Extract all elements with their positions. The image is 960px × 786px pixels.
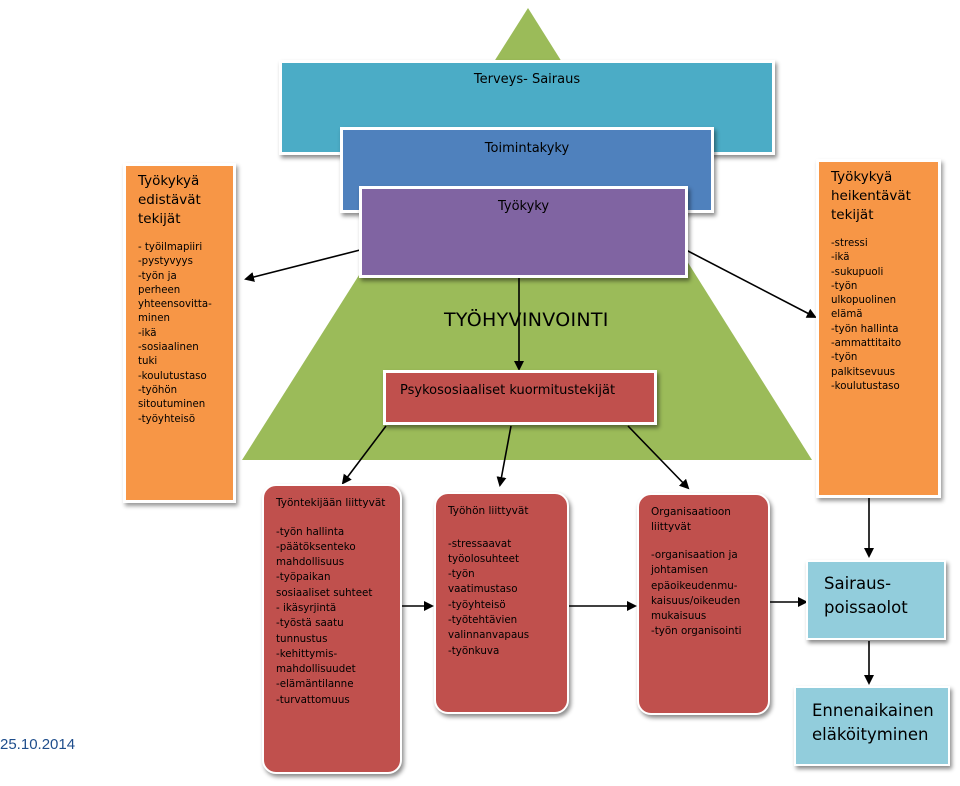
psychosocial-bar: Psykososiaaliset kuormitustekijät [383, 370, 657, 425]
arrow-workability-to-promoting [244, 249, 361, 282]
weakening-factors-list: -stressi -ikä -sukupuoli -työn ulkopuoli… [831, 237, 926, 394]
list-item: -päätöksenteko [276, 540, 356, 553]
organisation-related-list: -organisaation ja johtamisen epäoikeuden… [651, 548, 756, 640]
promoting-factors-title: Työkykyä edistävät tekijät [138, 173, 201, 227]
list-item: -työstä saatu [276, 617, 344, 630]
list-item: mukaisuus [651, 610, 707, 623]
list-item: työolosuhteet [448, 552, 520, 565]
list-item: - ikäsyrjintä [276, 601, 337, 614]
organisation-related-box: Organisaatioon liittyvät -organisaation … [637, 493, 770, 715]
list-item: -työhön [138, 384, 178, 396]
psychosocial-label: Psykososiaaliset kuormitustekijät [400, 383, 616, 398]
list-item: -turvattomuus [276, 693, 350, 706]
early-retirement-box: Ennenaikainen eläköityminen [794, 686, 950, 766]
arrow-psychosocial-to-employee [341, 425, 387, 485]
work-related-title: Työhön liittyvät [448, 505, 529, 517]
list-item: -työn hallinta [831, 323, 899, 335]
list-item: vaatimustaso [448, 583, 518, 596]
organisation-related-title: Organisaatioon liittyvät [651, 506, 731, 533]
weakening-factors-title: Työkykyä heikentävät tekijät [831, 169, 911, 223]
arrow-psychosocial-to-organisation [627, 425, 690, 490]
list-item: johtamisen [651, 564, 709, 577]
work-ability-label: Työkyky [497, 199, 550, 214]
work-ability-bar: Työkyky [359, 186, 688, 278]
early-retirement-label: Ennenaikainen eläköityminen [812, 701, 934, 744]
list-item: -koulutustaso [831, 380, 900, 392]
date-label: 25.10.2014 [0, 736, 76, 753]
arrow-workability-to-weakening [685, 249, 817, 318]
list-item: ulkopuolinen [831, 295, 897, 307]
list-item: tunnustus [276, 632, 328, 645]
arrow-psychosocial-to-work [496, 425, 512, 487]
sick-leave-box: Sairaus- poissaolot [806, 560, 946, 640]
promoting-factors-box: Työkykyä edistävät tekijät - työilmapiir… [123, 163, 236, 503]
functional-capacity-label: Toimintakyky [484, 141, 570, 156]
list-item: -pystyvyys [138, 256, 193, 268]
work-related-list: -stressaavat työolosuhteet -työn vaatimu… [448, 537, 555, 659]
weakening-factors-box: Työkykyä heikentävät tekijät -stressi -i… [816, 159, 941, 498]
list-item: -työtehtävien [448, 613, 518, 626]
list-item: perheen [138, 284, 181, 296]
list-item: sitoutuminen [138, 399, 206, 411]
list-item: mahdollisuus [276, 556, 345, 569]
list-item: tuki [138, 356, 158, 368]
employee-related-list: -työn hallinta -päätöksenteko mahdollisu… [276, 525, 388, 709]
list-item: -työpaikan [276, 571, 331, 584]
list-item: -työn ja [138, 270, 177, 282]
list-item: -sosiaalinen [138, 342, 199, 354]
promoting-factors-list: - työilmapiiri -pystyvyys -työn ja perhe… [138, 241, 221, 427]
list-item: mahdollisuudet [276, 663, 356, 676]
sick-leave-label: Sairaus- poissaolot [824, 574, 908, 617]
work-related-box: Työhön liittyvät -stressaavat työolosuht… [434, 492, 569, 714]
list-item: -työyhteisö [448, 598, 506, 611]
list-item: elämä [831, 309, 863, 321]
list-item: minen [138, 313, 170, 325]
list-item: -stressaavat [448, 537, 512, 550]
list-item: -kehittymis- [276, 647, 338, 660]
wellbeing-label: TYÖHYVINVOINTI [444, 309, 609, 331]
list-item: kaisuus/oikeuden [651, 594, 741, 607]
list-item: -ikä [831, 252, 850, 264]
list-item: -työyhteisö [138, 413, 196, 425]
list-item: -sukupuoli [831, 266, 884, 278]
employee-related-box: Työntekijään liittyvät -työn hallinta -p… [262, 484, 402, 774]
list-item: yhteensovitta- [138, 299, 212, 311]
list-item: -työnkuva [448, 644, 500, 657]
list-item: -organisaation ja [651, 549, 738, 561]
list-item: -työn [831, 280, 858, 292]
list-item: -työn [831, 352, 858, 364]
list-item: epäoikeudenmu- [651, 579, 738, 592]
list-item: valinnanvapaus [448, 629, 530, 642]
list-item: -ammattitaito [831, 338, 902, 350]
list-item: - työilmapiiri [138, 242, 203, 253]
list-item: palkitsevuus [831, 366, 896, 378]
list-item: sosiaaliset suhteet [276, 586, 373, 599]
health-label: Terveys- Sairaus [473, 72, 581, 87]
employee-related-title: Työntekijään liittyvät [276, 497, 386, 509]
list-item: -työn organisointi [651, 625, 742, 638]
list-item: -työn hallinta [276, 525, 345, 538]
list-item: -elämäntilanne [276, 678, 354, 691]
list-item: -ikä [138, 327, 157, 339]
list-item: -stressi [831, 238, 868, 249]
list-item: -työn [448, 568, 475, 581]
list-item: -koulutustaso [138, 370, 207, 382]
